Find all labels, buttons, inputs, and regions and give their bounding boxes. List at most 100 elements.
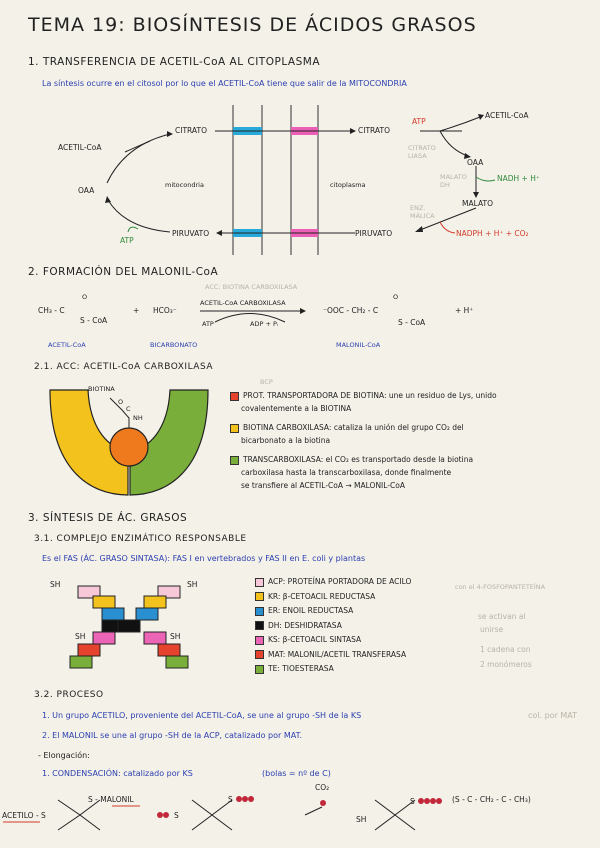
name-bicarbonato: BICARBONATO (150, 341, 198, 349)
malonil-formula-o: O (393, 293, 399, 301)
side-note-4: 1 cadena con (480, 645, 531, 654)
cyto-atp: ATP (412, 117, 426, 126)
cyto-region-label: citoplasma (330, 181, 366, 189)
s-label-1: S (174, 811, 179, 820)
side-note-3: unirse (480, 625, 504, 634)
sh-label-top-right: SH (187, 580, 198, 589)
cyto-nadph: NADPH + H⁺ + CO₂ (456, 229, 529, 238)
biotina-label: BIOTINA (88, 385, 115, 393)
section-3-1-note: Es el FAS (ÁC. GRASO SINTASA): FAS I en … (42, 554, 366, 563)
malonil-formula-s: S - CoA (398, 318, 426, 327)
acc-legend-item: BIOTINA CARBOXILASA: cataliza la unión d… (230, 423, 464, 433)
step-2: 2. El MALONIL se une al grupo -SH de la … (42, 731, 303, 740)
malato-dh-label: MALATO DH (440, 173, 467, 189)
section-1-note: La síntesis ocurre en el citosol por lo … (42, 79, 407, 88)
biotin-carrier-circle (109, 427, 149, 467)
cyto-nadh: NADH + H⁺ (497, 174, 540, 183)
acc-mid-label: ACETIL-CoA CARBOXILASA (200, 299, 286, 307)
fas-legend-item: KS: β-CETOACIL SINTASA (255, 635, 361, 645)
color-swatch (255, 664, 264, 674)
mito-region-label: mitocondria (165, 181, 204, 189)
plus-h: + H⁺ (455, 306, 474, 315)
biotina-nh: NH (133, 414, 143, 422)
s-label-2: S (228, 795, 233, 804)
acetil-formula-o: O (82, 293, 88, 301)
mito-piruvato: PIRUVATO (172, 229, 210, 238)
acetil-formula-s: S - CoA (80, 316, 108, 325)
acetil-formula: CH₃ - C (38, 306, 65, 315)
acc-legend-item: TRANSCARBOXILASA: el CO₂ es transportado… (230, 455, 473, 465)
malonil-formula: ⁻OOC - CH₂ - C (323, 306, 379, 315)
mito-citrato: CITRATO (175, 126, 207, 135)
section-3-2-heading: 3.2. PROCESO (34, 690, 104, 700)
section-2-heading: 2. FORMACIÓN DEL MALONIL-CoA (28, 266, 219, 278)
cyto-oaa: OAA (467, 158, 484, 167)
step-1: 1. Un grupo ACETILO, proveniente del ACE… (42, 711, 362, 720)
fas-legend-item: DH: DESHIDRATASA (255, 621, 342, 630)
fas-legend-item: MAT: MALONIL/ACETIL TRANSFERASA (255, 650, 406, 659)
color-swatch (255, 577, 264, 587)
fas-legend-item: TE: TIOESTERASA (255, 664, 334, 674)
acc-atp: ATP (202, 320, 214, 328)
fas-complex (69, 585, 189, 669)
color-swatch (255, 635, 264, 645)
bcp-ghost: BCP (260, 378, 273, 386)
sh-label-mid-right: SH (170, 632, 181, 641)
side-note-1: con el 4-FOSFOPANTETEÍNA (455, 583, 546, 591)
mito-atp: ATP (120, 236, 134, 245)
mito-acetil-coa: ACETIL-CoA (58, 143, 102, 152)
section-3-heading: 3. SÍNTESIS DE ÁC. GRASOS (28, 512, 188, 524)
acc-legend-item: PROT. TRANSPORTADORA DE BIOTINA: une un … (230, 391, 497, 401)
s-label-3: S (410, 797, 415, 806)
plus-1: + (133, 306, 140, 315)
page-title: TEMA 19: BIOSÍNTESIS DE ÁCIDOS GRASOS (28, 14, 477, 36)
transcarboxylase-shape (129, 389, 209, 496)
color-swatch (255, 592, 264, 601)
fas-legend-item: ACP: PROTEÍNA PORTADORA DE ACILO (255, 577, 411, 587)
acc-adp: ADP + Pᵢ (250, 320, 279, 328)
acc-legend-item-cont: bicarbonato a la biotina (241, 436, 331, 445)
acetilo-s-label: ACETILO - S (2, 811, 46, 820)
section-1-heading: 1. TRANSFERENCIA DE ACETIL-CoA AL CITOPL… (28, 56, 321, 68)
fas-legend-item: ER: ENOIL REDUCTASA (255, 606, 353, 616)
color-swatch (230, 423, 239, 433)
acc-legend-item-cont: covalentemente a la BIOTINA (241, 404, 352, 413)
cyto-citrato: CITRATO (358, 126, 390, 135)
biotin-carboxylase-shape (49, 389, 129, 496)
condensation-note: (bolas = nº de C) (262, 769, 331, 778)
section-2-1-heading: 2.1. ACC: ACETIL-CoA CARBOXILASA (34, 362, 213, 372)
sh-label-top-left: SH (50, 580, 61, 589)
color-swatch (230, 391, 239, 401)
side-note-2: se activan al (478, 612, 526, 621)
acc-legend-item-cont: carboxilasa hasta la transcarboxilasa, d… (241, 468, 452, 477)
section-3-1-heading: 3.1. COMPLEJO ENZIMÁTICO RESPONSABLE (34, 534, 247, 544)
s-malonil-label: S - MALONIL (88, 795, 134, 804)
side-note-5: 2 monómeros (480, 660, 532, 669)
sh-label-mid-left: SH (75, 632, 86, 641)
color-swatch (255, 606, 264, 616)
fas-legend-item: KR: β-CETOACIL REDUCTASA (255, 592, 375, 601)
acc-legend-item-cont: se transfiere al ACETIL-CoA → MALONIL-Co… (241, 481, 405, 490)
step-1-note: col. por MAT (528, 711, 578, 720)
mito-oaa: OAA (78, 186, 95, 195)
color-swatch (230, 455, 239, 465)
elongation-label: - Elongación: (38, 751, 90, 760)
name-malonil-coa: MALONIL-CoA (336, 341, 381, 349)
bicarbonate-formula: HCO₃⁻ (153, 306, 177, 315)
ketoacyl-formula: (S - C - CH₂ - C - CH₃) (452, 795, 531, 804)
cyto-acetil-coa: ACETIL-CoA (485, 111, 529, 120)
cyto-piruvato: PIRUVATO (355, 229, 393, 238)
condensation-step: 1. CONDENSACIÓN: catalizado por KS (42, 769, 193, 778)
sh-label-bottom: SH (356, 815, 367, 824)
acc-top-label: ACC: BIOTINA CARBOXILASA (205, 283, 298, 291)
color-swatch (255, 650, 264, 659)
color-swatch (255, 621, 264, 630)
cyto-malato: MALATO (462, 199, 493, 208)
biotina-o: O (118, 398, 124, 406)
name-acetil-coa: ACETIL-CoA (48, 341, 86, 349)
citrato-liasa-label: CITRATO LIASA (408, 144, 436, 160)
enz-malica-label: ENZ. MÁLICA (410, 204, 435, 220)
biotina-c: C (126, 405, 131, 413)
